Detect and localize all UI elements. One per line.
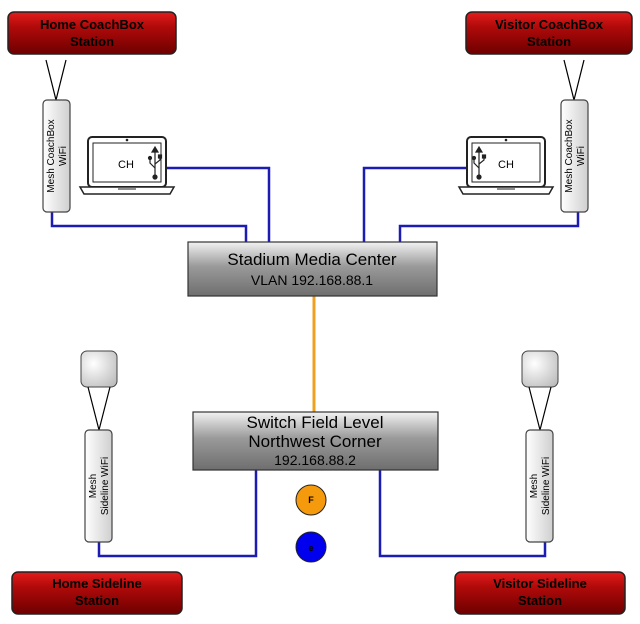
mesh-sideline-home-line1: Mesh xyxy=(88,474,99,498)
antenna-home-coachbox xyxy=(45,59,67,101)
switch-box: Switch Field Level Northwest Corner 192.… xyxy=(192,411,439,471)
mesh-coachbox-visitor-line2: WiFi xyxy=(576,146,587,166)
link-visitor-laptop-to-media xyxy=(362,166,470,242)
station-home-sideline: Home Sideline Station xyxy=(11,571,183,615)
mesh-sideline-visitor: Mesh Sideline WiFi xyxy=(525,429,554,543)
link-home-mesh-to-media xyxy=(50,212,248,242)
node-blue: e xyxy=(295,531,327,563)
link-switch-to-visitor-mesh xyxy=(378,470,547,558)
access-point-home xyxy=(80,350,118,431)
station-home-sideline-line1: Home Sideline xyxy=(52,576,142,591)
link-visitor-mesh-to-media xyxy=(398,212,580,242)
mesh-coachbox-visitor: Mesh CoachBox WiFi xyxy=(560,99,589,213)
usb-icon xyxy=(471,145,487,180)
media-center-box: Stadium Media Center VLAN 192.168.88.1 xyxy=(187,241,438,297)
station-visitor-coachbox-line1: Visitor CoachBox xyxy=(495,17,604,32)
media-center-subtitle: VLAN 192.168.88.1 xyxy=(251,272,373,288)
node-blue-label: e xyxy=(308,543,313,553)
station-home-coachbox-line2: Station xyxy=(70,34,114,49)
node-orange-label: F xyxy=(308,495,314,505)
mesh-coachbox-visitor-line1: Mesh CoachBox xyxy=(564,119,575,192)
mesh-sideline-home-line2: Sideline WiFi xyxy=(100,457,111,515)
usb-icon xyxy=(147,145,163,180)
laptop-visitor: CH xyxy=(457,136,555,195)
mesh-sideline-visitor-line2: Sideline WiFi xyxy=(541,457,552,515)
antenna-visitor-coachbox xyxy=(563,59,585,101)
mesh-coachbox-home-line1: Mesh CoachBox xyxy=(46,119,57,192)
mesh-coachbox-home-line2: WiFi xyxy=(58,146,69,166)
station-visitor-sideline-line1: Visitor Sideline xyxy=(493,576,587,591)
station-visitor-coachbox-line2: Station xyxy=(527,34,571,49)
laptop-visitor-label: CH xyxy=(498,159,514,171)
switch-subtitle: 192.168.88.2 xyxy=(274,452,356,468)
laptop-home-label: CH xyxy=(118,159,134,171)
media-center-title: Stadium Media Center xyxy=(227,250,396,269)
station-visitor-sideline-line2: Station xyxy=(518,593,562,608)
station-home-coachbox: Home CoachBox Station xyxy=(7,11,177,55)
station-visitor-sideline: Visitor Sideline Station xyxy=(454,571,626,615)
links xyxy=(50,166,580,558)
mesh-coachbox-home: Mesh CoachBox WiFi xyxy=(42,99,71,213)
link-switch-to-home-mesh xyxy=(97,470,258,558)
laptop-home: CH xyxy=(78,136,176,195)
node-orange: F xyxy=(295,484,327,516)
switch-title-line1: Switch Field Level xyxy=(246,413,383,432)
station-visitor-coachbox: Visitor CoachBox Station xyxy=(465,11,633,55)
switch-title-line2: Northwest Corner xyxy=(248,432,382,451)
station-home-coachbox-line1: Home CoachBox xyxy=(40,17,145,32)
mesh-sideline-home: Mesh Sideline WiFi xyxy=(84,429,113,543)
mesh-sideline-visitor-line1: Mesh xyxy=(529,474,540,498)
link-home-laptop-to-media xyxy=(160,166,271,242)
access-point-visitor xyxy=(521,350,559,431)
station-home-sideline-line2: Station xyxy=(75,593,119,608)
